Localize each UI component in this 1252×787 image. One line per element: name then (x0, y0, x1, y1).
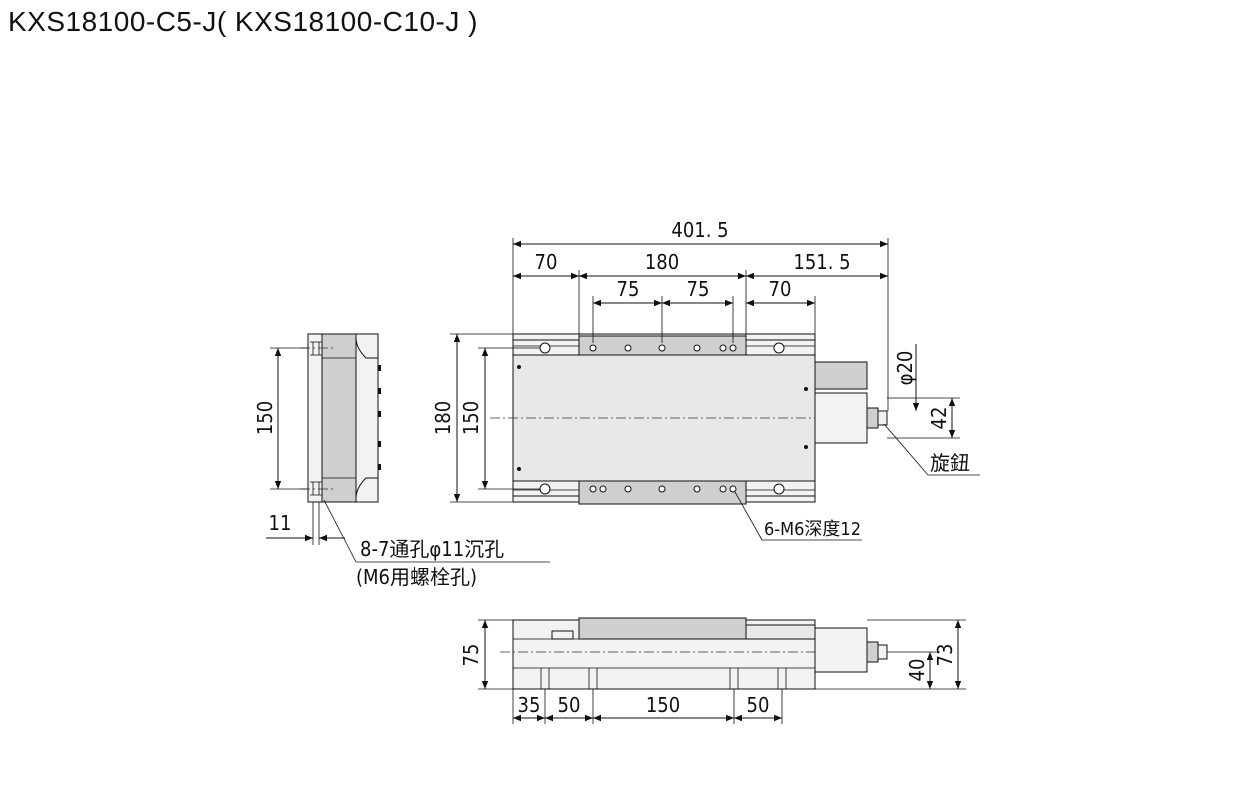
drawing-title: KXS18100-C5-J( KXS18100-C10-J ) (8, 6, 478, 37)
knob-height-dim: 42 (927, 407, 951, 430)
seg-mid-dim: 180 (645, 250, 679, 274)
bottom-dim-3: 150 (646, 693, 680, 717)
front-view: 75 73 40 35 50 150 50 (459, 617, 966, 724)
seg-left-dim: 70 (535, 250, 558, 274)
top-width-inner-dim: 150 (459, 401, 483, 435)
side-thickness-dim: 11 (269, 511, 292, 535)
top-view: 180 150 401. 5 70 180 151. 5 75 75 70 φ2… (431, 218, 980, 541)
knob-dia-dim: φ20 (893, 351, 917, 386)
side-view: 150 11 8-7通孔φ11沉孔 (M6用螺栓孔) (253, 333, 550, 589)
bottom-dim-2: 50 (558, 693, 581, 717)
mount-holes-note: (M6用螺栓孔) (356, 565, 477, 589)
axis-height-dim: 40 (905, 659, 929, 682)
hole-pitch-1-dim: 75 (617, 277, 640, 301)
overall-length-dim: 401. 5 (671, 218, 728, 242)
tapped-holes-label: 6-M6深度12 (764, 519, 861, 540)
hole-pitch-2-dim: 75 (687, 277, 710, 301)
seg-right-dim: 151. 5 (793, 250, 850, 274)
front-height-dim: 75 (459, 644, 483, 667)
bottom-dim-4: 50 (747, 693, 770, 717)
mount-holes-label: 8-7通孔φ11沉孔 (360, 537, 504, 561)
top-width-outer-dim: 180 (431, 401, 455, 435)
bottom-dim-1: 35 (518, 693, 541, 717)
motor-height-dim: 73 (933, 644, 957, 667)
knob-label: 旋鈕 (930, 451, 970, 475)
side-height-dim: 150 (253, 401, 277, 435)
right-offset-dim: 70 (769, 277, 792, 301)
